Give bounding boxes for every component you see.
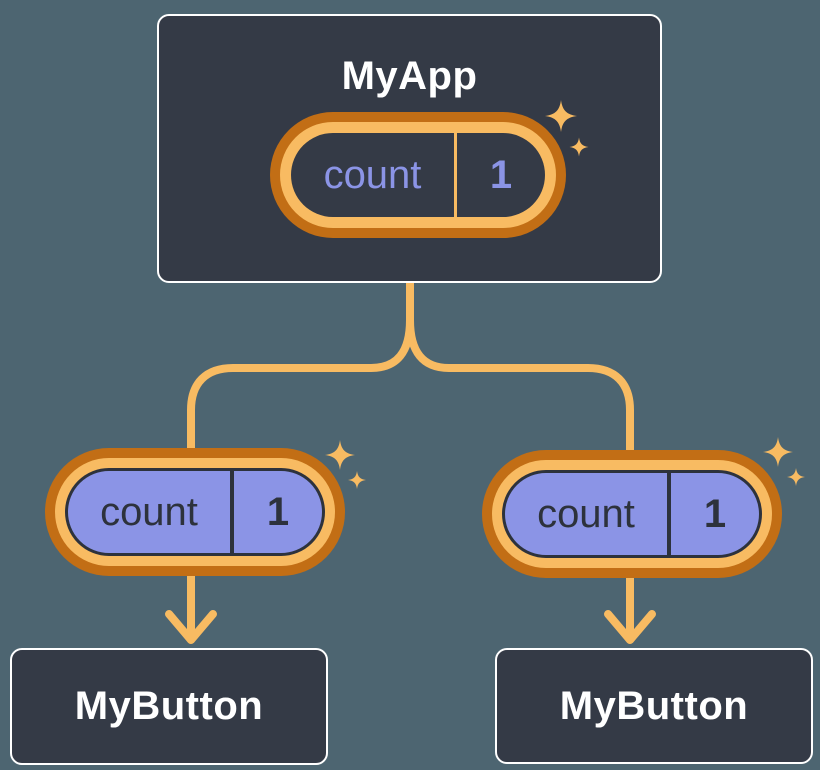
state-pill-value: 1 xyxy=(489,152,513,197)
node-title: MyApp xyxy=(341,54,478,98)
prop-pill-label: count xyxy=(100,489,198,534)
pill-divider xyxy=(667,473,671,555)
arrow-down-icon xyxy=(604,610,656,644)
state-pill-label: count xyxy=(323,152,422,197)
prop-pill-right: count 1 xyxy=(482,450,782,578)
prop-pill-ring: count 1 xyxy=(492,460,772,568)
node-title: MyButton xyxy=(559,683,749,728)
prop-pill-ring: count 1 xyxy=(55,458,335,566)
state-pill-body: count 1 xyxy=(291,133,545,217)
prop-pill-value: 1 xyxy=(266,489,290,534)
state-pill: count 1 xyxy=(270,112,566,238)
state-pill-ring: count 1 xyxy=(280,122,556,228)
arrow-down-icon xyxy=(165,610,217,644)
node-mybutton-left: MyButton xyxy=(10,648,328,765)
pill-divider xyxy=(454,133,457,217)
prop-pill-label: count xyxy=(537,491,635,536)
node-mybutton-right: MyButton xyxy=(495,648,813,764)
prop-pill-value: 1 xyxy=(703,491,727,536)
node-title: MyButton xyxy=(74,684,264,728)
prop-pill-left: count 1 xyxy=(45,448,345,576)
node-myapp: MyApp count 1 xyxy=(157,14,662,283)
prop-pill-body: count 1 xyxy=(502,470,762,558)
prop-pill-body: count 1 xyxy=(65,468,325,556)
